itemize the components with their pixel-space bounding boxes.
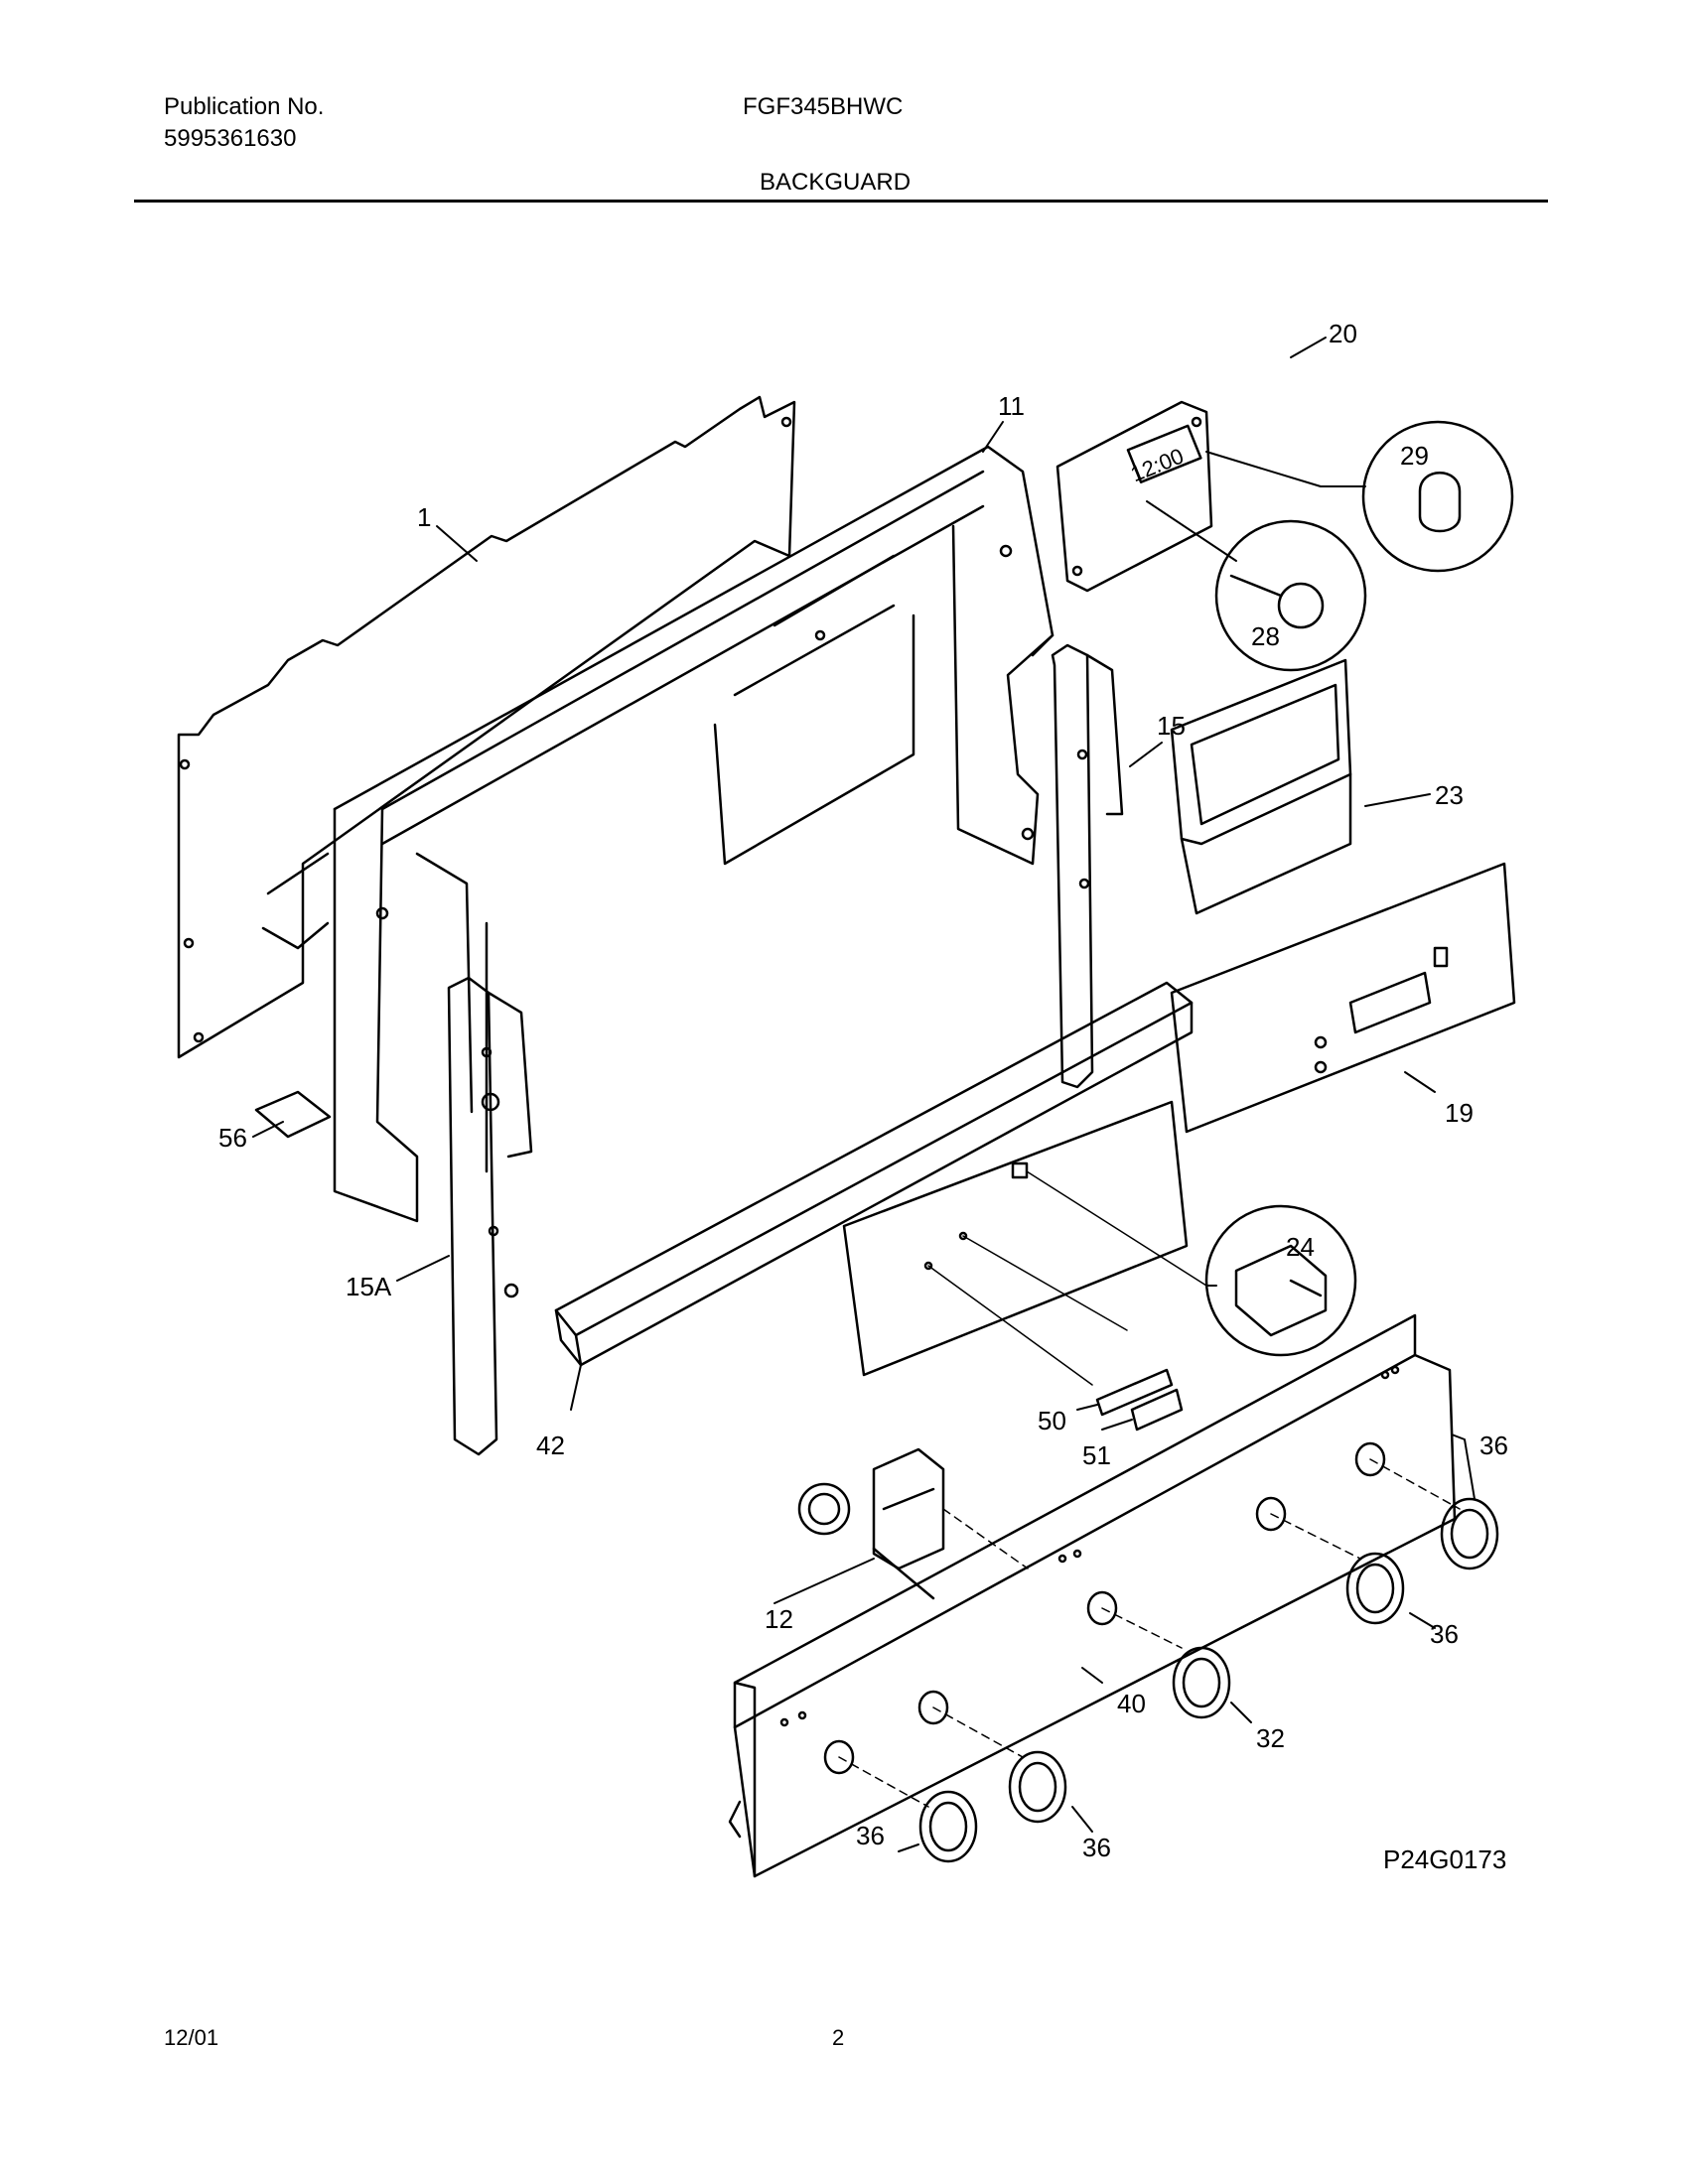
callout-36-bottom-left: 36 bbox=[856, 1821, 885, 1850]
model-number: FGF345BHWC bbox=[743, 93, 904, 120]
knob-32-oven bbox=[1172, 1646, 1231, 1719]
detail-circle-part-24 bbox=[1204, 1204, 1357, 1357]
knob-36-middle-right bbox=[1345, 1552, 1405, 1625]
callout-19: 19 bbox=[1445, 1098, 1474, 1128]
manifold-panel-part-40 bbox=[728, 1313, 1457, 1878]
callout-11: 11 bbox=[998, 391, 1025, 421]
callout-12: 12 bbox=[765, 1604, 793, 1634]
callout-15a: 15A bbox=[346, 1272, 392, 1301]
section-title: BACKGUARD bbox=[760, 169, 912, 196]
callout-20: 20 bbox=[1329, 319, 1357, 348]
callout-36-top-right: 36 bbox=[1479, 1431, 1508, 1460]
callout-1: 1 bbox=[417, 502, 431, 532]
clock-display: 12:00 bbox=[1127, 443, 1187, 486]
end-bracket-part-15a bbox=[447, 976, 533, 1456]
callout-36-middle-right: 36 bbox=[1430, 1619, 1459, 1649]
leader-lines bbox=[252, 337, 1476, 1852]
detail-circle-part-28 bbox=[1214, 519, 1367, 672]
publication-label: Publication No. bbox=[164, 93, 325, 120]
base-bracket-part-56 bbox=[254, 1090, 332, 1139]
page-number: 2 bbox=[832, 2025, 845, 2050]
callout-42: 42 bbox=[536, 1431, 565, 1460]
thermostat-part-12 bbox=[797, 1447, 1029, 1600]
callout-51: 51 bbox=[1082, 1440, 1111, 1470]
knob-alignment-lines bbox=[838, 1458, 1461, 1808]
end-bracket-part-15 bbox=[1051, 643, 1124, 1089]
callout-40: 40 bbox=[1117, 1689, 1146, 1718]
callout-15: 15 bbox=[1157, 711, 1186, 741]
callout-28: 28 bbox=[1251, 621, 1280, 651]
callout-24: 24 bbox=[1286, 1232, 1315, 1262]
knob-36-bottom-left bbox=[918, 1790, 978, 1863]
knob-36-middle-left bbox=[1008, 1750, 1067, 1824]
callout-36-middle-left: 36 bbox=[1082, 1833, 1111, 1862]
insulator-part-51 bbox=[1130, 1388, 1184, 1432]
footer-date: 12/01 bbox=[164, 2025, 219, 2050]
header-rule bbox=[134, 200, 1548, 203]
rear-panel-part-1 bbox=[177, 395, 796, 1059]
callout-23: 23 bbox=[1435, 780, 1464, 810]
callout-50: 50 bbox=[1038, 1406, 1066, 1435]
callout-32: 32 bbox=[1256, 1723, 1285, 1753]
window-frame-part-23 bbox=[1170, 658, 1352, 915]
backguard-frame-part-11 bbox=[333, 445, 1055, 1223]
callout-56: 56 bbox=[218, 1123, 247, 1153]
overlay-panel bbox=[842, 1100, 1207, 1386]
support-rail-part-42 bbox=[554, 981, 1194, 1367]
figure-code: P24G0173 bbox=[1383, 1844, 1507, 1874]
switch-bracket-part-50 bbox=[1095, 1368, 1174, 1417]
clock-bracket-part-20 bbox=[1055, 400, 1213, 593]
publication-number: 5995361630 bbox=[164, 125, 297, 152]
control-panel-part-19 bbox=[1170, 862, 1516, 1134]
knob-36-top-right bbox=[1440, 1497, 1499, 1570]
detail-circle-part-29 bbox=[1361, 420, 1514, 573]
callout-29: 29 bbox=[1400, 441, 1429, 471]
